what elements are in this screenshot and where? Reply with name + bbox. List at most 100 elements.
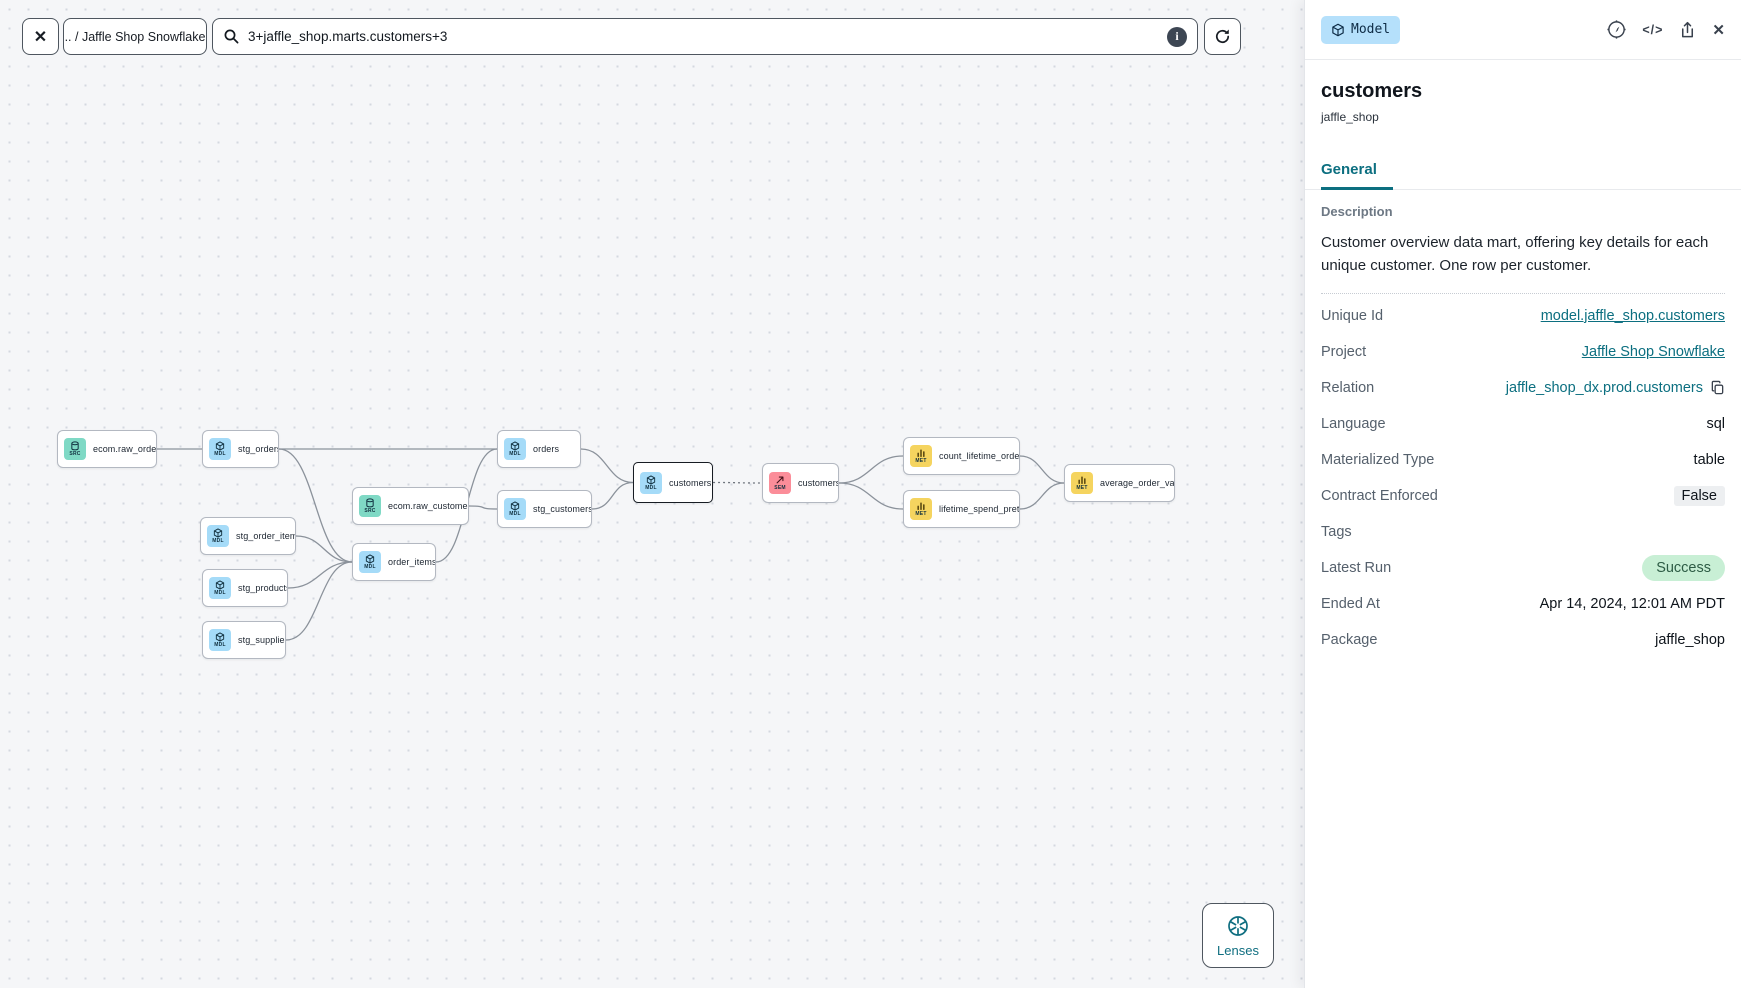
field-row-language: Language sql — [1321, 406, 1725, 442]
cube-icon: MDL — [504, 498, 526, 520]
refresh-button[interactable] — [1204, 18, 1241, 55]
database-icon: SRC — [64, 438, 86, 460]
copy-icon[interactable] — [1710, 380, 1725, 395]
semantic-icon: SEM — [769, 472, 791, 494]
share-icon[interactable] — [1678, 20, 1697, 40]
field-value-text-language: sql — [1706, 415, 1725, 432]
field-value-text-ended-at: Apr 14, 2024, 12:01 AM PDT — [1539, 595, 1725, 612]
breadcrumb[interactable]: .. / Jaffle Shop Snowflake — [63, 18, 207, 55]
field-value-text-relation[interactable]: jaffle_shop_dx.prod.customers — [1505, 379, 1703, 396]
field-label-language: Language — [1321, 415, 1386, 432]
node-label: orders — [533, 444, 560, 454]
node-label: average_order_value — [1100, 478, 1175, 488]
code-icon[interactable]: </> — [1642, 22, 1664, 37]
close-lineage-button[interactable]: ✕ — [22, 18, 59, 55]
node-label: stg_supplies — [238, 635, 286, 645]
node-label: stg_products — [238, 583, 288, 593]
field-label-latest-run: Latest Run — [1321, 559, 1392, 576]
cube-icon — [1331, 23, 1345, 37]
close-icon: ✕ — [33, 28, 48, 46]
field-label-ended-at: Ended At — [1321, 595, 1380, 612]
edge-stg-orders-order-items — [278, 448, 353, 563]
metric-icon: MET — [910, 498, 932, 520]
divider — [1321, 292, 1725, 294]
field-value-unique-id[interactable]: model.jaffle_shop.customers — [1541, 308, 1725, 324]
resource-type-label: Model — [1351, 22, 1391, 37]
graph-node-stg-order-items[interactable]: MDL stg_order_items — [200, 517, 296, 555]
graph-node-stg-customers[interactable]: MDL stg_customers — [497, 490, 592, 528]
cube-icon: MDL — [640, 471, 662, 494]
search-icon — [223, 28, 240, 45]
field-label-relation: Relation — [1321, 379, 1375, 396]
cube-icon: MDL — [207, 525, 229, 547]
field-row-materialized-type: Materialized Type table — [1321, 442, 1725, 478]
panel-tabs: General — [1305, 152, 1741, 190]
edge-stg-order-items-order-items — [295, 535, 353, 563]
field-value-text-contract-enforced: False — [1673, 485, 1725, 506]
field-row-project: Project Jaffle Shop Snowflake — [1321, 334, 1725, 370]
graph-node-ecom-raw-orders[interactable]: SRC ecom.raw_orders — [57, 430, 157, 468]
node-label: stg_order_items — [236, 531, 296, 541]
field-value-relation: jaffle_shop_dx.prod.customers — [1506, 380, 1725, 396]
tab-general[interactable]: General — [1321, 152, 1393, 190]
field-label-package: Package — [1321, 631, 1378, 648]
explore-compass-icon[interactable] — [1606, 19, 1627, 40]
lenses-label: Lenses — [1217, 942, 1259, 958]
node-label: stg_customers — [533, 504, 592, 514]
field-row-tags: Tags — [1321, 514, 1725, 550]
lenses-button[interactable]: Lenses — [1202, 903, 1274, 968]
edge-stg-customers-customers — [591, 481, 634, 510]
field-row-unique-id: Unique Id model.jaffle_shop.customers — [1321, 298, 1725, 334]
field-label-tags: Tags — [1321, 523, 1352, 540]
edge-orders-customers — [580, 448, 634, 484]
resource-type-badge: Model — [1321, 15, 1401, 44]
node-label: ecom.raw_orders — [93, 444, 157, 454]
node-label: stg_orders — [238, 444, 279, 454]
field-label-project: Project — [1321, 343, 1367, 360]
field-value-contract-enforced: False — [1673, 485, 1725, 506]
field-label-materialized-type: Materialized Type — [1321, 451, 1435, 468]
description-text: Customer overview data mart, offering ke… — [1321, 234, 1709, 275]
node-label: customers — [669, 477, 712, 488]
info-icon[interactable]: i — [1167, 26, 1187, 47]
field-row-ended-at: Ended At Apr 14, 2024, 12:01 AM PDT — [1321, 586, 1725, 622]
edge-customers-sem-count-lifetime-orders — [838, 455, 904, 484]
metric-icon: MET — [910, 445, 932, 467]
lineage-search[interactable]: i — [212, 18, 1198, 55]
graph-node-stg-supplies[interactable]: MDL stg_supplies — [202, 621, 286, 659]
page-title: customers — [1321, 80, 1423, 102]
field-row-package: Package jaffle_shop — [1321, 622, 1725, 658]
edge-ecom-raw-customers-stg-customers — [468, 505, 498, 510]
field-value-ended-at: Apr 14, 2024, 12:01 AM PDT — [1540, 596, 1725, 612]
page-subtitle: jaffle_shop — [1321, 110, 1379, 124]
cube-icon: MDL — [209, 629, 231, 651]
panel-close-icon[interactable]: ✕ — [1712, 21, 1725, 39]
graph-node-stg-products[interactable]: MDL stg_products — [202, 569, 288, 607]
cube-icon: MDL — [209, 577, 231, 599]
field-value-project[interactable]: Jaffle Shop Snowflake — [1582, 344, 1725, 360]
node-label: order_items — [388, 557, 436, 567]
field-value-text-package: jaffle_shop — [1655, 631, 1725, 648]
search-input[interactable] — [248, 29, 1159, 44]
field-value-text-unique-id[interactable]: model.jaffle_shop.customers — [1540, 307, 1725, 324]
edge-customers-customers-sem — [712, 481, 763, 484]
edge-lifetime-spend-pretax-average-order-value — [1019, 482, 1065, 510]
panel-header: Model </> ✕ — [1305, 0, 1741, 60]
field-value-materialized-type: table — [1694, 452, 1725, 468]
graph-node-customers[interactable]: MDL customers — [633, 462, 713, 503]
edge-stg-products-order-items — [287, 561, 353, 589]
field-value-text-project[interactable]: Jaffle Shop Snowflake — [1581, 343, 1725, 360]
edge-stg-supplies-order-items — [285, 561, 353, 641]
field-label-unique-id: Unique Id — [1321, 307, 1384, 324]
